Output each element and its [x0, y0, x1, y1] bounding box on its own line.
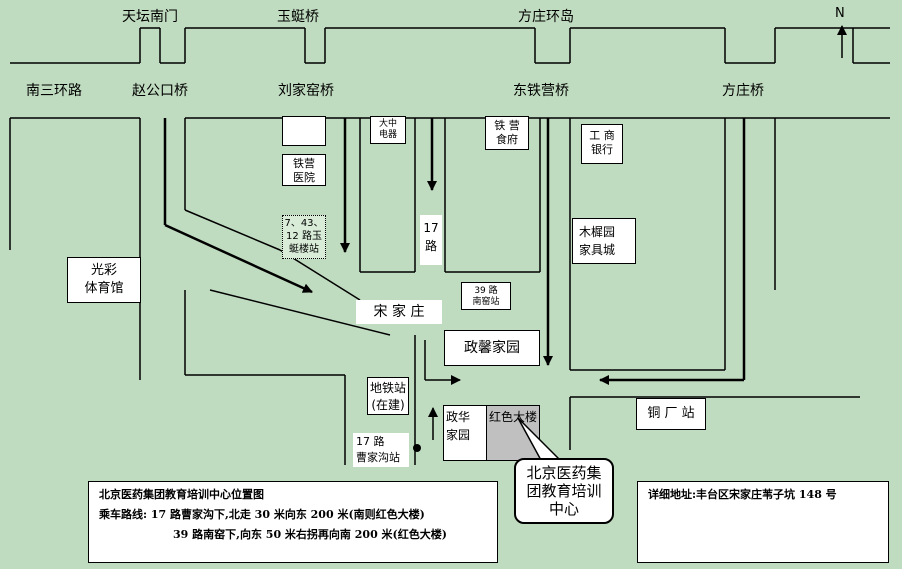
tieying-hospital-line2: 医院: [293, 171, 315, 184]
dongtieying-bridge-label: 东铁营桥: [513, 83, 569, 99]
tieying-food-line2: 食府: [496, 133, 518, 146]
address-text: 详细地址:丰台区宋家庄苇子坑 148 号: [648, 488, 837, 501]
icbc-bank: 工 商 银行: [581, 124, 623, 164]
training-center-callout: 北京医药集 团教育培训 中心: [514, 458, 614, 524]
bus-stop-line3: 蜓楼站: [289, 244, 319, 255]
bus-stop-yudong: 7、43、 12 路玉 蜓楼站: [282, 215, 326, 259]
tieying-food-line1: 铁 营: [494, 119, 520, 132]
callout-line1: 北京医药集: [526, 464, 602, 482]
bus39-line2: 南窑站: [472, 297, 500, 307]
tieying-hospital-line1: 铁营: [293, 157, 315, 170]
caojiagou-line2: 曹家沟站: [356, 451, 400, 464]
guangcai-stadium: 光彩 体育馆: [67, 257, 141, 303]
songjiazhuang-label: 宋 家 庄: [356, 300, 442, 324]
liujiayao-bridge-label: 刘家窑桥: [278, 83, 334, 99]
daizhong-line2: 电器: [378, 130, 397, 140]
route-info-box: 北京医药集团教育培训中心位置图 乘车路线: 17 路曹家沟下,北走 30 米向东…: [88, 481, 498, 563]
route-info-title: 北京医药集团教育培训中心位置图: [99, 488, 264, 501]
bus-stop-dot: [413, 444, 421, 452]
daizhong-appliance: 大中 电器: [370, 116, 406, 144]
metro-line1: 地铁站: [369, 381, 406, 395]
zhenghua-line2: 家园: [446, 428, 471, 442]
red-building: 红色大楼: [486, 405, 540, 461]
zhengxin-garden: 政馨家园: [444, 330, 540, 366]
bus17-line2: 路: [424, 239, 437, 253]
south-third-ring-label: 南三环路: [26, 83, 82, 99]
zhaogongkou-bridge-label: 赵公口桥: [132, 83, 188, 99]
daizhong-line1: 大中: [378, 119, 397, 129]
bus39-line1: 39 路: [474, 286, 498, 296]
muxiyuan-furniture: 木樨园 家具城: [572, 218, 636, 264]
tieying-hospital: 铁营 医院: [282, 154, 326, 186]
compass-label: N: [835, 6, 845, 21]
zhenghua-line1: 政华: [446, 410, 471, 424]
bus17-sign: 17 路: [420, 215, 442, 265]
yudong-bridge-label: 玉蜓桥: [277, 9, 319, 25]
route-arrow: [164, 223, 313, 294]
fangzhuang-roundabout-label: 方庄环岛: [518, 9, 574, 25]
bus-stop-line2: 12 路玉: [286, 231, 322, 242]
zhenghua-garden: 政华 家园: [443, 405, 487, 461]
furniture-line2: 家具城: [579, 243, 616, 257]
road-line: [184, 209, 281, 251]
caojiagou-bus-stop: 17 路 曹家沟站: [353, 433, 409, 467]
icbc-line2: 银行: [591, 143, 613, 156]
bus-stop-line1: 7、43、: [284, 218, 324, 229]
metro-line2: (在建): [371, 398, 405, 412]
route-info-line1: 乘车路线: 17 路曹家沟下,北走 30 米向东 200 米(南则红色大楼): [99, 508, 425, 521]
copper-factory-stop: 铜 厂 站: [636, 398, 706, 430]
bus17-line1: 17: [423, 221, 439, 235]
metro-station: 地铁站 (在建): [367, 377, 409, 415]
blank-building: [282, 116, 326, 146]
icbc-line1: 工 商: [589, 129, 615, 142]
bus39-nanyao-stop: 39 路 南窑站: [461, 282, 511, 310]
fangzhuang-bridge-label: 方庄桥: [722, 83, 764, 99]
route-info-line2: 39 路南窑下,向东 50 米右拐再向南 200 米(红色大楼): [173, 528, 447, 541]
callout-line2: 团教育培训: [526, 482, 602, 500]
road-line: [209, 289, 391, 336]
furniture-line1: 木樨园: [579, 225, 616, 239]
callout-line3: 中心: [548, 500, 579, 518]
guangcai-line1: 光彩: [90, 263, 117, 278]
caojiagou-line1: 17 路: [356, 435, 385, 448]
tieying-restaurant: 铁 营 食府: [485, 116, 529, 150]
address-box: 详细地址:丰台区宋家庄苇子坑 148 号: [637, 481, 889, 563]
tiantan-nanmen-label: 天坛南门: [122, 9, 178, 25]
guangcai-line2: 体育馆: [84, 281, 124, 296]
